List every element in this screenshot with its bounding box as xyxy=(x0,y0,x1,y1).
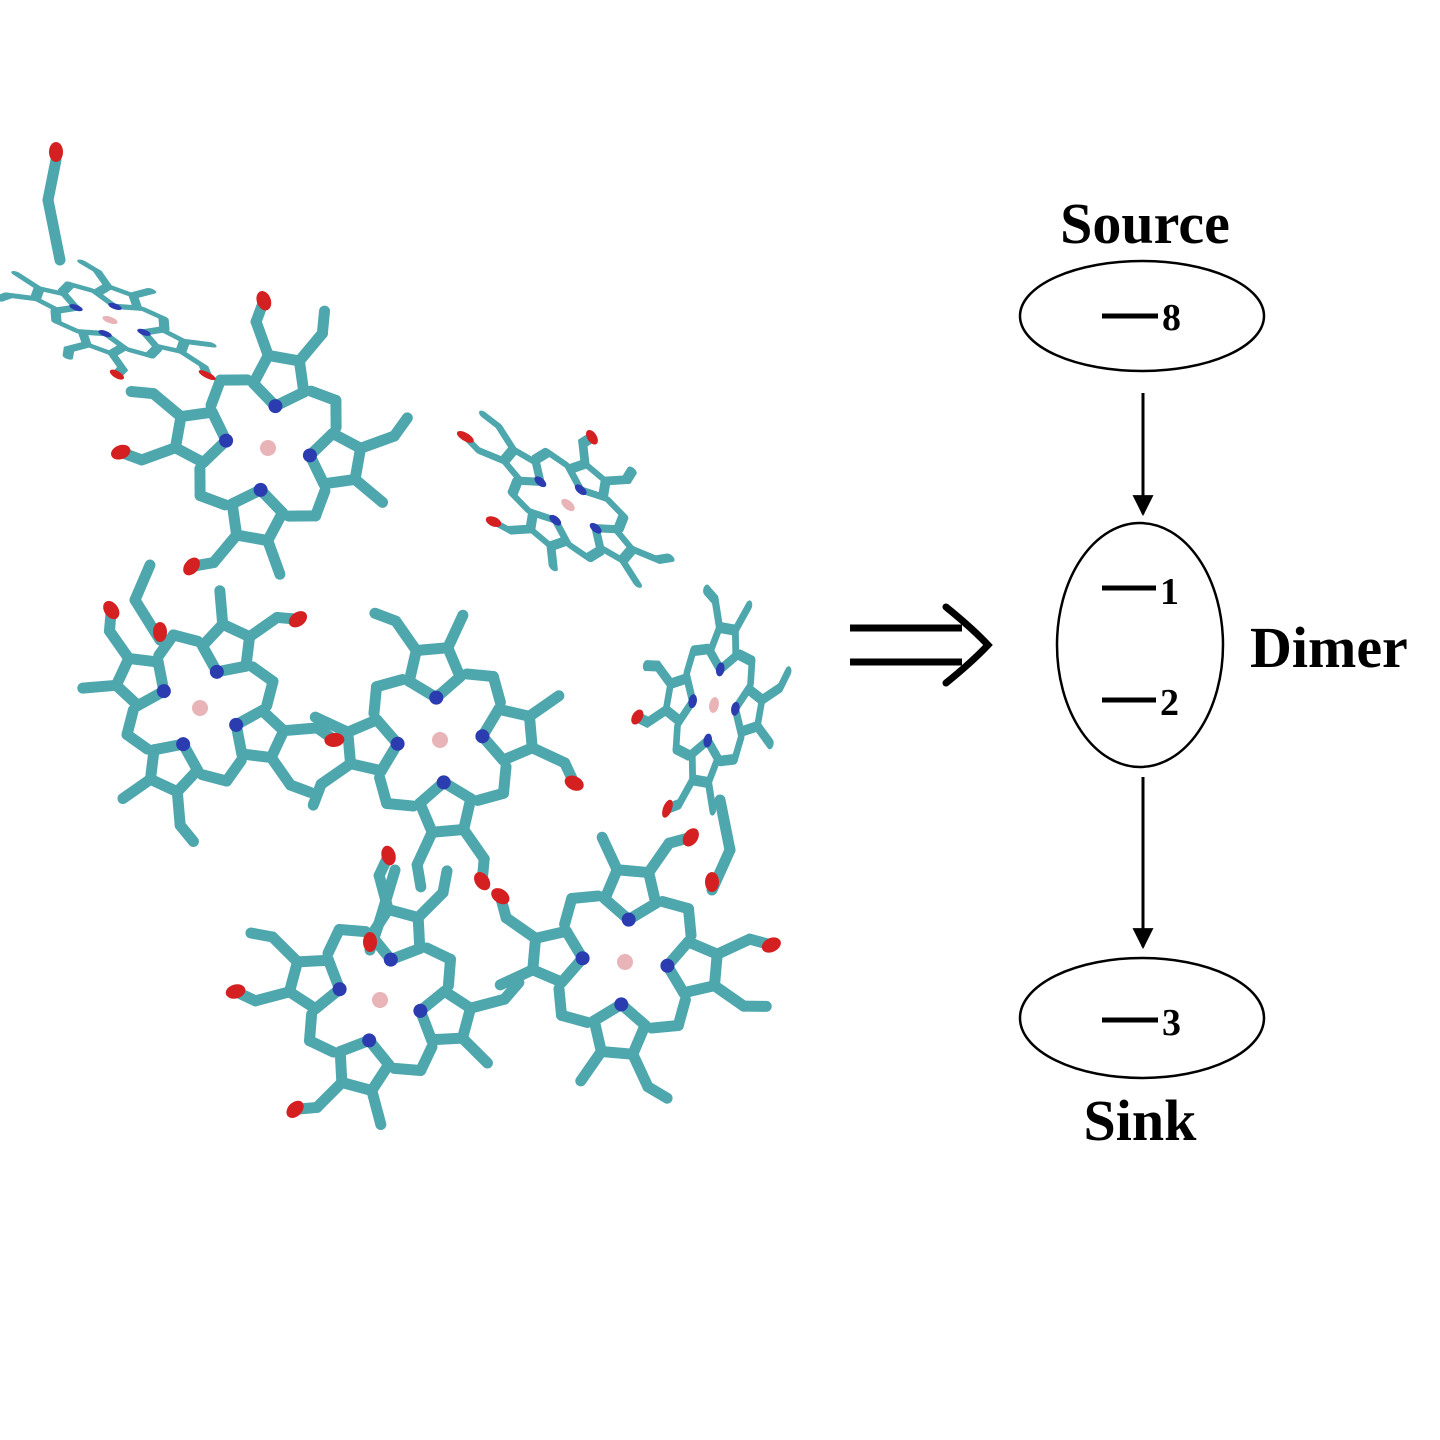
dimer-ellipse xyxy=(1055,521,1225,769)
metal-atom xyxy=(102,315,118,325)
pigment-5 xyxy=(631,584,792,818)
pigment-7 xyxy=(225,845,525,1131)
sink-ellipse xyxy=(1018,956,1266,1080)
metal-atom xyxy=(617,954,633,970)
metal-atom xyxy=(260,440,276,456)
dimer-node: 1 2 Dimer xyxy=(1055,521,1408,769)
metal-atom xyxy=(372,992,388,1008)
side-chain-4 xyxy=(42,142,66,266)
pigment-complex-structure xyxy=(0,142,792,1131)
dimer-label: Dimer xyxy=(1250,615,1408,680)
side-chain-3 xyxy=(705,794,736,896)
pigment-6 xyxy=(491,828,781,1104)
metal-atom xyxy=(192,700,208,716)
pigment-4 xyxy=(456,410,675,588)
source-label: Source xyxy=(1060,191,1230,256)
side-chain-1 xyxy=(129,559,167,646)
level-1-label: 1 xyxy=(1160,571,1179,613)
level-2-label: 2 xyxy=(1160,682,1179,724)
pigment-3 xyxy=(77,585,345,847)
level-3-label: 3 xyxy=(1162,1002,1181,1044)
source-ellipse xyxy=(1018,259,1266,373)
metal-atom xyxy=(709,697,719,713)
pigment-2 xyxy=(307,607,584,893)
pigment-8 xyxy=(0,259,217,381)
sink-label: Sink xyxy=(1084,1088,1198,1153)
pigment-1 xyxy=(111,291,413,580)
implies-arrow-icon xyxy=(850,603,993,687)
sink-node: 3 Sink xyxy=(1018,956,1266,1153)
side-chain-2 xyxy=(363,864,401,956)
level-8-label: 8 xyxy=(1162,297,1181,339)
metal-atom xyxy=(432,732,448,748)
source-node: Source 8 xyxy=(1018,191,1266,373)
metal-atom xyxy=(561,498,575,512)
